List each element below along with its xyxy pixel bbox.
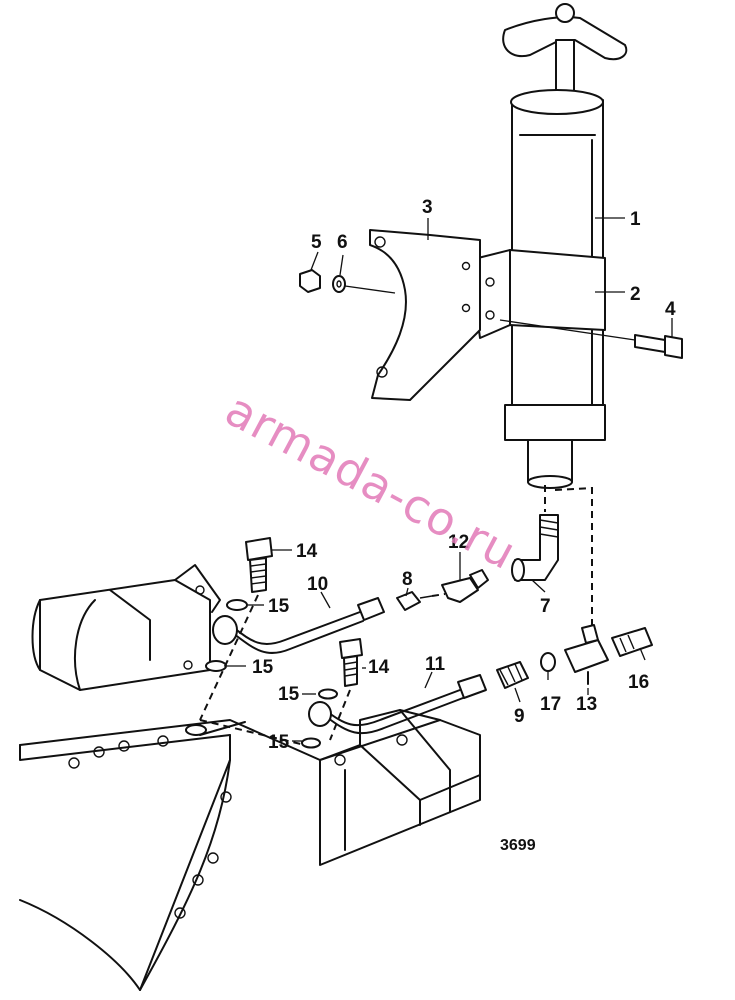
washer-15a[interactable] (226, 599, 248, 611)
washer-15b[interactable] (205, 660, 227, 672)
callout-13: 13 (576, 694, 597, 715)
fitting-9[interactable] (496, 661, 529, 689)
callout-7: 7 (540, 596, 551, 617)
nut-5[interactable] (299, 269, 321, 293)
callout-11: 11 (425, 654, 446, 675)
callout-15a: 15 (268, 596, 290, 617)
leader-lines (227, 217, 673, 742)
elbow-7[interactable] (511, 514, 559, 582)
washer-6[interactable] (332, 275, 396, 294)
callout-10: 10 (307, 574, 328, 595)
nipple-16[interactable] (611, 627, 653, 657)
assembly-lines (199, 485, 593, 746)
callout-15d: 15 (268, 732, 290, 753)
callout-14a: 14 (296, 541, 318, 562)
hand-pump[interactable] (502, 3, 628, 489)
callout-15c: 15 (278, 684, 300, 705)
callout-12: 12 (448, 532, 469, 553)
callout-17: 17 (540, 694, 561, 715)
bracket-plate[interactable] (369, 229, 481, 401)
washer-15c[interactable] (318, 688, 338, 700)
callout-9: 9 (514, 706, 525, 727)
callout-16: 16 (628, 672, 649, 693)
engine-block (19, 709, 481, 991)
tee-13[interactable] (564, 624, 609, 685)
washer-17[interactable] (540, 652, 556, 672)
union-8[interactable] (396, 591, 433, 611)
callout-4: 4 (665, 299, 676, 320)
bolt-4[interactable] (499, 319, 683, 359)
banjo-bolt-14b[interactable] (339, 638, 363, 687)
callout-1: 1 (630, 209, 641, 230)
banjo-bolt-14a[interactable] (245, 537, 273, 593)
callout-5: 5 (311, 232, 322, 253)
callout-8: 8 (402, 569, 413, 590)
pipe-11[interactable] (308, 674, 487, 735)
callout-2: 2 (630, 284, 641, 305)
callout-15b: 15 (252, 657, 274, 678)
washer-15d[interactable] (301, 737, 321, 749)
tee-12[interactable] (441, 569, 489, 603)
callout-3: 3 (422, 197, 433, 218)
clamp[interactable] (469, 249, 606, 339)
pipe-10[interactable] (212, 597, 385, 654)
filter-housing (31, 564, 221, 691)
figure-number: 3699 (500, 837, 536, 854)
callout-6: 6 (337, 232, 348, 253)
callout-14b: 14 (368, 657, 390, 678)
